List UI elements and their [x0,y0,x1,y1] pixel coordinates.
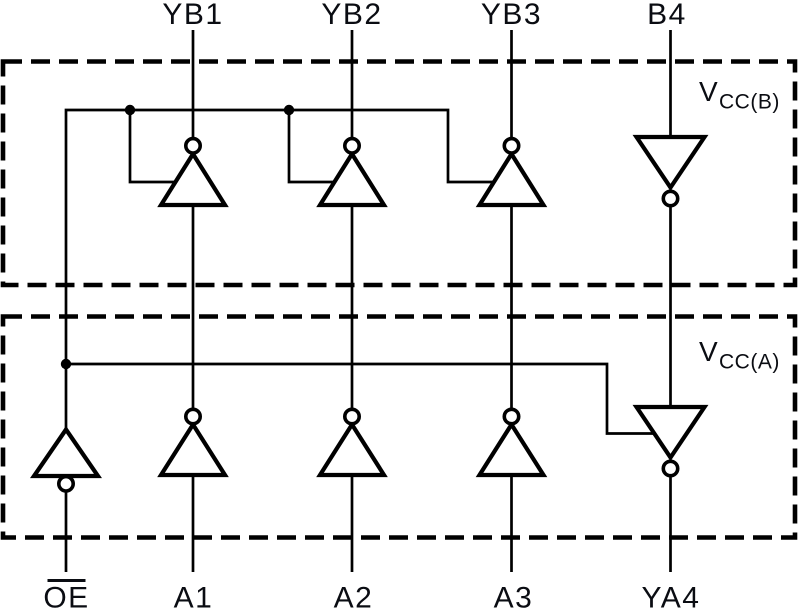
pin-label-yb1: YB1 [162,0,223,31]
buffer-a2 [316,420,388,478]
bubble-yb3-icon [502,136,521,155]
buffer-yb3 [475,150,548,208]
wire-enable-drop-yb1 [128,110,181,184]
wire-enable-drop-yb2 [287,110,340,184]
bubble-oe-icon [56,474,75,493]
buffer-ya4 [632,404,709,462]
buffer-a1 [157,420,229,478]
wire-bottom-enable-bus-ya4 [66,362,657,435]
vccb-label-subscript: CC(B) [719,91,780,114]
wire-oe-riser-top-enable-bus [64,108,499,430]
bubble-ya4-icon [661,459,680,478]
vcca-domain-box [0,314,798,540]
pin-label-a2: A2 [334,582,374,612]
vccb-domain-box [0,59,798,288]
pin-label-yb3: YB3 [481,0,542,31]
buffer-b4 [632,134,709,192]
bubble-b4-icon [661,189,680,208]
buffer-yb1 [157,150,229,208]
pin-label-ya4: YA4 [642,582,701,612]
pin-label-yb2: YB2 [321,0,382,31]
buffer-a3 [475,420,548,478]
vccb-label-base: V [699,76,718,107]
bubble-a2-icon [342,407,361,426]
bubble-yb2-icon [342,136,361,155]
bubble-a1-icon [184,407,203,426]
pin-label-b4: B4 [647,0,687,31]
bubble-a3-icon [502,407,521,426]
junction-dot-oe-bus [60,358,72,370]
pin-label-a3: A3 [494,582,534,612]
buffer-oe [30,425,102,479]
pin-label-oe: OE [43,582,89,612]
vcca-label-base: V [699,336,718,367]
buffer-yb2 [316,150,388,208]
vcca-label-subscript: CC(A) [719,351,780,374]
junction-dot-yb1-enable [124,104,136,116]
junction-dot-yb2-enable [283,104,295,116]
pin-label-a1: A1 [174,582,214,612]
bubble-yb1-icon [184,136,203,155]
